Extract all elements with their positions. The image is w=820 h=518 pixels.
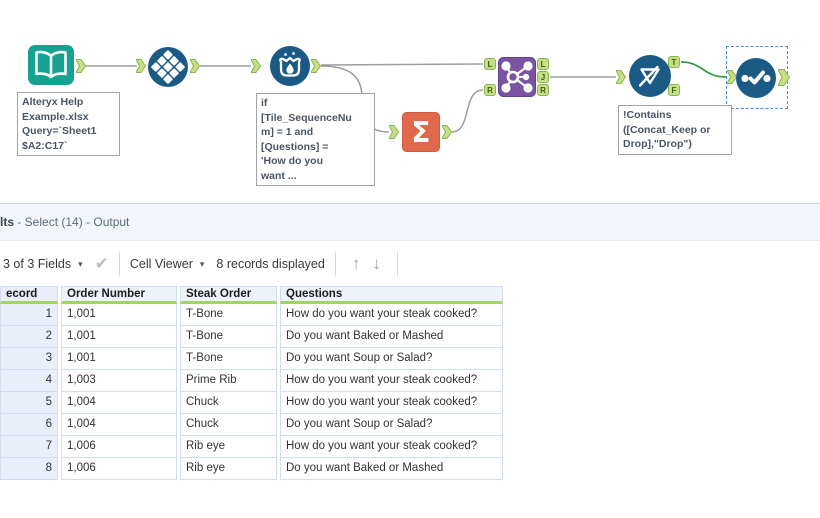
cell-viewer-dropdown[interactable]: Cell Viewer ▾ [130, 257, 205, 271]
join-tool[interactable] [498, 57, 536, 102]
table-cell[interactable]: How do you want your steak cooked? [280, 392, 503, 414]
record-number-cell[interactable]: 5 [0, 392, 58, 414]
join-input-anchor-l[interactable]: L [484, 58, 496, 70]
record-number-cell[interactable]: 3 [0, 348, 58, 370]
tile-tool[interactable] [148, 47, 188, 92]
select-output-anchor[interactable] [778, 69, 790, 86]
select-check-icon [736, 58, 776, 98]
fields-dropdown-label: 3 of 3 Fields [3, 256, 72, 271]
table-cell[interactable]: T-Bone [180, 326, 277, 348]
filter-input-anchor[interactable] [616, 70, 626, 84]
record-number-cell[interactable]: 2 [0, 326, 58, 348]
table-cell[interactable]: How do you want your steak cooked? [280, 370, 503, 392]
summarize-output-anchor[interactable] [442, 125, 452, 139]
record-number-cell[interactable]: 7 [0, 436, 58, 458]
formula-output-anchor[interactable] [311, 59, 321, 73]
select-tool[interactable] [736, 58, 776, 103]
tile-input-anchor[interactable] [136, 59, 146, 73]
table-cell[interactable]: Do you want Soup or Salad? [280, 414, 503, 436]
caret-down-icon: ▾ [78, 259, 83, 269]
column-header[interactable]: ecord [0, 286, 58, 304]
summarize-input-anchor[interactable] [389, 125, 399, 139]
table-cell[interactable]: Rib eye [180, 436, 277, 458]
formula-tool[interactable] [270, 46, 310, 91]
table-cell[interactable]: 1,001 [61, 326, 177, 348]
join-output-anchor-r[interactable]: R [537, 84, 549, 96]
join-input-anchor-r[interactable]: R [484, 84, 496, 96]
arrow-up-icon[interactable]: ↑ [351, 253, 361, 273]
panel-divider [0, 203, 820, 204]
book-icon [28, 45, 74, 85]
record-number-cell[interactable]: 6 [0, 414, 58, 436]
join-icon [498, 57, 536, 97]
table-cell[interactable]: 1,006 [61, 436, 177, 458]
table-cell[interactable]: 1,001 [61, 348, 177, 370]
cell-viewer-label: Cell Viewer [129, 256, 193, 271]
results-header: lts - Select (14) - Output [0, 204, 820, 241]
filter-output-anchor-f[interactable]: F [668, 84, 680, 96]
results-title-bold: lts [0, 215, 15, 229]
tile-output-anchor[interactable] [190, 59, 200, 73]
input-output-anchor[interactable] [76, 59, 86, 73]
tile-icon [148, 47, 188, 87]
record-number-cell[interactable]: 8 [0, 458, 58, 480]
fields-dropdown[interactable]: 3 of 3 Fields ▾ [3, 257, 83, 271]
connection-wires [84, 61, 727, 133]
table-cell[interactable]: Chuck [180, 392, 277, 414]
filter-funnel-icon [629, 55, 671, 97]
input-data-tool[interactable] [28, 45, 74, 90]
column-header[interactable]: Steak Order [180, 286, 277, 304]
formula-input-anchor[interactable] [251, 59, 261, 73]
table-cell[interactable]: T-Bone [180, 304, 277, 326]
table-cell[interactable]: 1,006 [61, 458, 177, 480]
table-cell[interactable]: 1,003 [61, 370, 177, 392]
filter-tool[interactable] [629, 55, 671, 102]
records-displayed-label: 8 records displayed [216, 256, 325, 271]
sigma-icon: Σ [402, 112, 440, 152]
results-toolbar: 3 of 3 Fields ▾ ✔ Cell Viewer ▾ 8 record… [0, 242, 820, 285]
column-header[interactable]: Order Number [61, 286, 177, 304]
svg-text:Σ: Σ [411, 116, 430, 149]
table-cell[interactable]: How do you want your steak cooked? [280, 436, 503, 458]
filter-output-anchor-t[interactable]: T [668, 56, 680, 68]
join-output-anchor-l[interactable]: L [537, 58, 549, 70]
table-cell[interactable]: How do you want your steak cooked? [280, 304, 503, 326]
toolbar-separator [118, 251, 120, 276]
table-cell[interactable]: Do you want Baked or Mashed [280, 458, 503, 480]
table-cell[interactable]: 1,004 [61, 414, 177, 436]
formula-icon [270, 46, 310, 86]
record-number-cell[interactable]: 4 [0, 370, 58, 392]
column-header[interactable]: Questions [280, 286, 503, 304]
table-cell[interactable]: Prime Rib [180, 370, 277, 392]
table-cell[interactable]: Chuck [180, 414, 277, 436]
table-cell[interactable]: Do you want Baked or Mashed [280, 326, 503, 348]
caret-down-icon: ▾ [199, 259, 205, 269]
results-title: - Select (14) - Output [14, 215, 130, 229]
table-cell[interactable]: Do you want Soup or Salad? [280, 348, 503, 370]
toolbar-separator [396, 251, 398, 276]
table-cell[interactable]: T-Bone [180, 348, 277, 370]
table-cell[interactable]: Rib eye [180, 458, 277, 480]
select-input-anchor[interactable] [727, 70, 737, 84]
summarize-tool[interactable]: Σ [402, 112, 440, 157]
apply-check-icon[interactable]: ✔ [94, 253, 109, 273]
arrow-down-icon[interactable]: ↓ [372, 253, 381, 273]
record-number-cell[interactable]: 1 [0, 304, 58, 326]
workflow-canvas[interactable]: Σ L R L J R [0, 0, 820, 203]
toolbar-separator [334, 251, 336, 276]
table-cell[interactable]: 1,004 [61, 392, 177, 414]
join-output-anchor-j[interactable]: J [537, 71, 549, 83]
table-cell[interactable]: 1,001 [61, 304, 177, 326]
